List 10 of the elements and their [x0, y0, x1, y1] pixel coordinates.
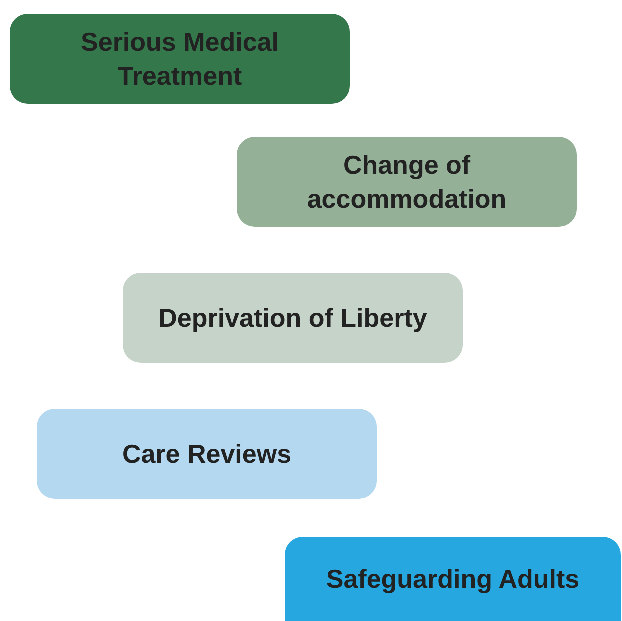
box-label: Change of accommodation	[306, 149, 508, 216]
rounded-box	[37, 409, 377, 499]
box-label: Safeguarding Adults	[326, 563, 580, 596]
rounded-box	[285, 537, 621, 621]
rounded-box	[10, 14, 350, 104]
box-label: Serious Medical Treatment	[80, 26, 280, 93]
box-label: Care Reviews	[122, 438, 292, 471]
box-label: Deprivation of Liberty	[158, 302, 428, 335]
rounded-box	[237, 137, 577, 227]
rounded-box	[123, 273, 463, 363]
